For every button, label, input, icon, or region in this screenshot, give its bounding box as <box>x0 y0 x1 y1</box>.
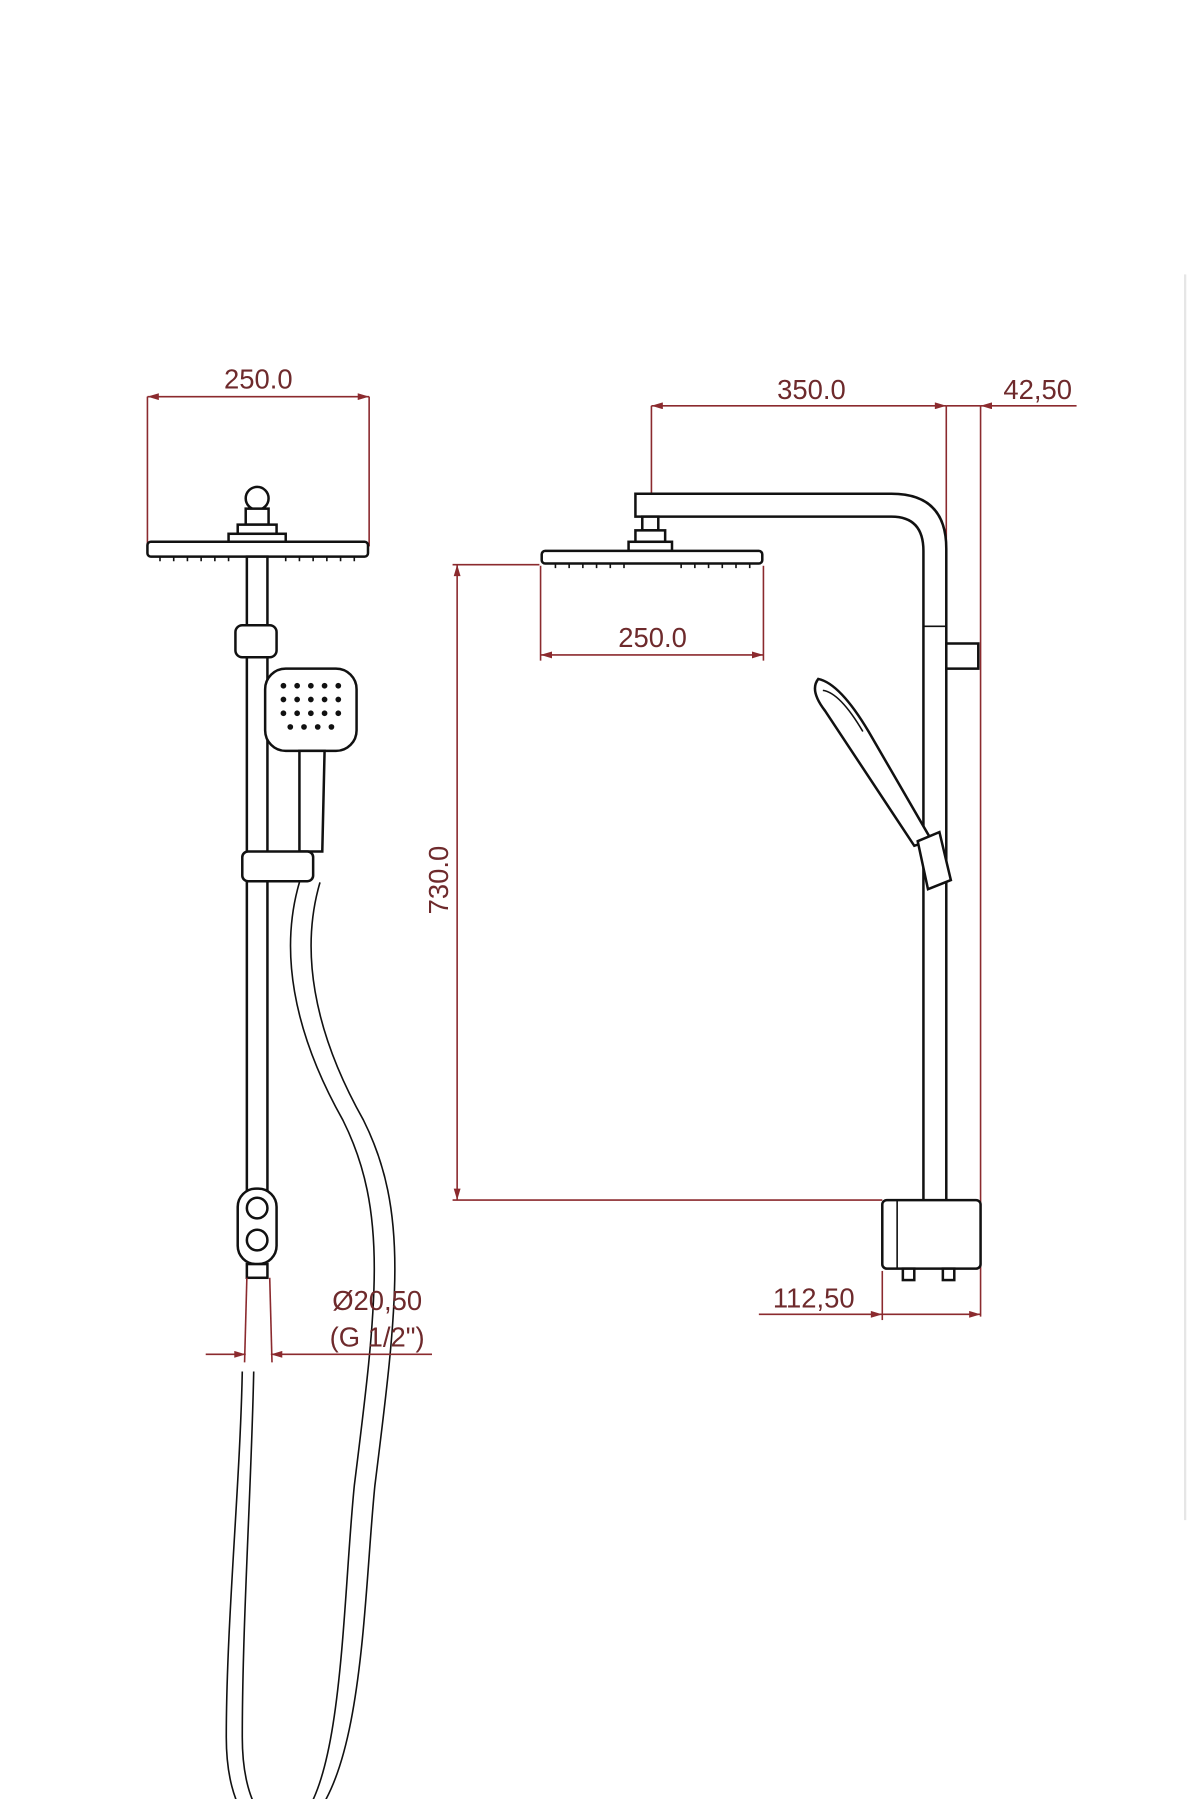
dim-label-front-head: 250.0 <box>224 364 293 395</box>
dimension-mixer-depth: 112,50 <box>758 1270 981 1321</box>
dimension-connection: Ø20,50 (G 1/2") <box>205 1277 432 1363</box>
side-hand-shower <box>813 677 953 891</box>
dim-label-offset: 42,50 <box>1003 374 1072 405</box>
side-rain-head <box>540 515 764 569</box>
hand-shower <box>263 667 358 853</box>
side-view: 350.0 42,50 250.0 730.0 <box>423 374 1077 1321</box>
diverter-control <box>236 1187 278 1280</box>
thermostatic-mixer <box>881 1198 982 1282</box>
dim-label-diameter: Ø20,50 <box>332 1285 422 1316</box>
dim-label-height: 730.0 <box>423 846 454 915</box>
dimension-wall-offset: 42,50 <box>946 374 1077 410</box>
dimension-side-head-width: 250.0 <box>539 565 765 661</box>
dim-label-thread: (G 1/2") <box>330 1321 425 1352</box>
hose-outer <box>241 882 376 1799</box>
dimension-height: 730.0 <box>423 563 883 1201</box>
dim-label-side-head: 250.0 <box>618 622 687 653</box>
dim-label-arm: 350.0 <box>777 374 846 405</box>
front-view: 250.0 <box>146 364 432 1799</box>
dim-label-mixer: 112,50 <box>773 1282 855 1313</box>
slide-bracket <box>241 850 315 883</box>
hose-inner <box>225 882 396 1799</box>
upper-holder <box>234 623 278 659</box>
wall-bracket <box>945 642 980 670</box>
shower-arm-and-riser <box>634 492 948 1208</box>
dimension-front-head-width: 250.0 <box>146 364 370 547</box>
dimension-arm-length: 350.0 <box>650 374 982 1317</box>
rain-shower-head <box>146 485 370 562</box>
